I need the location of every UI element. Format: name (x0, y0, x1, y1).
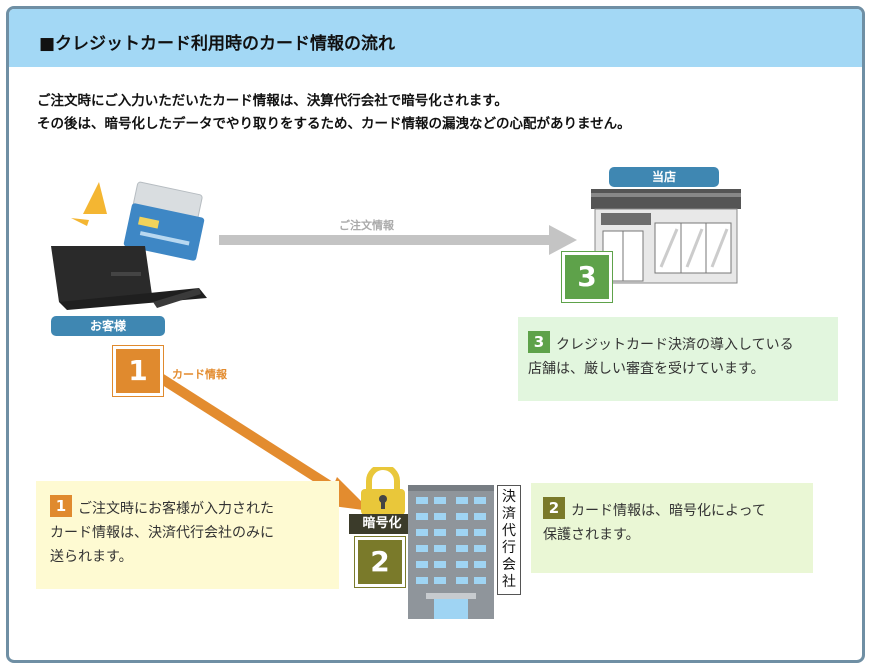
step1-text-line1: ご注文時にお客様が入力された (78, 501, 274, 517)
step2-badge: 2 (355, 537, 405, 587)
step2-text-line1: カード情報は、暗号化によって (571, 503, 766, 519)
step3-badge: 3 (562, 252, 612, 302)
step1-box: 1 ご注文時にお客様が入力された カード情報は、決済代行会社のみに 送られます。 (36, 481, 339, 589)
store-building-illustration (591, 189, 741, 284)
step1-badge: 1 (113, 346, 163, 396)
step1-text-line2: カード情報は、決済代行会社のみに (50, 525, 274, 541)
payment-processor-label: 決 済 代 行 会 社 (497, 485, 521, 595)
intro-line-1: ご注文時にご入力いただいたカード情報は、決算代行会社で暗号化されます。 (37, 93, 508, 109)
step3-box: 3 クレジットカード決済の導入している 店舗は、厳しい審査を受けています。 (518, 317, 838, 401)
step2-box: 2 カード情報は、暗号化によって 保護されます。 (531, 483, 813, 573)
order-info-label: ご注文情報 (339, 219, 394, 232)
step2-text-line2: 保護されます。 (543, 527, 640, 543)
customer-laptop-illustration (51, 181, 207, 310)
step1-small-badge: 1 (50, 495, 72, 517)
customer-pill: お客様 (51, 316, 165, 336)
step3-text-line2: 店舗は、厳しい審査を受けています。 (528, 361, 765, 377)
page-title: ■クレジットカード利用時のカード情報の流れ (39, 34, 396, 54)
diagram-frame: ■クレジットカード利用時のカード情報の流れ ご注文時にご入力いただいたカード情報… (6, 6, 865, 663)
encryption-label: 暗号化 (349, 514, 415, 534)
lock-icon (361, 467, 405, 515)
step3-small-badge: 3 (528, 331, 550, 353)
card-info-label: カード情報 (172, 368, 227, 381)
order-info-arrow (219, 225, 577, 255)
intro-line-2: その後は、暗号化したデータでやり取りをするため、カード情報の漏洩などの心配があり… (37, 116, 631, 132)
store-pill: 当店 (609, 167, 719, 187)
processor-building-illustration (408, 485, 494, 619)
header-bar: ■クレジットカード利用時のカード情報の流れ (9, 9, 862, 67)
step1-text-line3: 送られます。 (50, 549, 133, 565)
step2-small-badge: 2 (543, 497, 565, 519)
step3-text-line1: クレジットカード決済の導入している (556, 337, 794, 353)
